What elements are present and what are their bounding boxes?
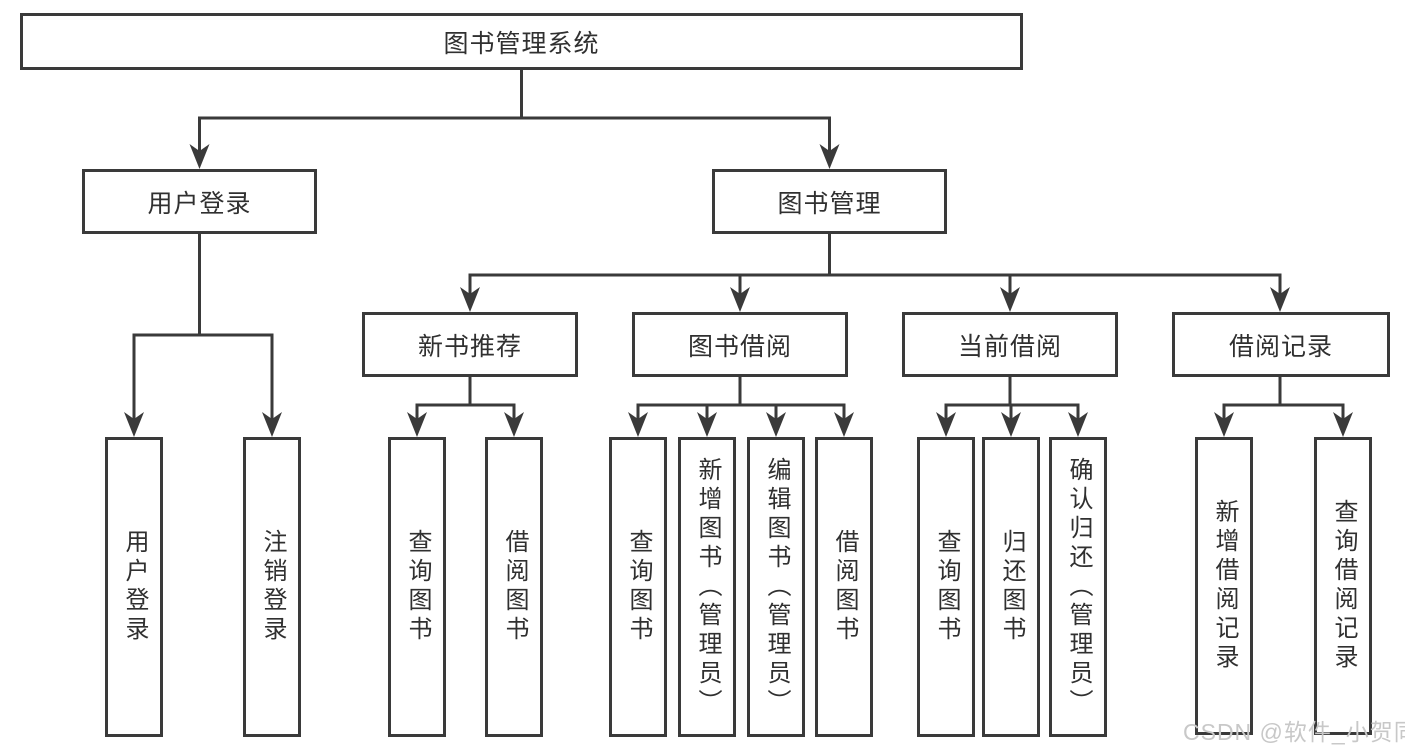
leaf-query-books-borrow: 查询图书	[609, 437, 667, 737]
leaf-borrow-books-recommend: 借阅图书	[485, 437, 543, 737]
node-library-management-system: 图书管理系统	[20, 13, 1023, 70]
node-user-login: 用户登录	[82, 169, 317, 234]
leaf-add-borrow-record: 新增借阅记录	[1195, 437, 1253, 735]
leaf-query-books-recommend: 查询图书	[388, 437, 446, 737]
leaf-query-borrow-record: 查询借阅记录	[1314, 437, 1372, 735]
leaf-logout: 注销登录	[243, 437, 301, 737]
node-current-borrowing: 当前借阅	[902, 312, 1118, 377]
node-new-book-recommendation: 新书推荐	[362, 312, 578, 377]
leaf-add-books-admin: 新增图书（管理员）	[678, 437, 736, 737]
csdn-watermark: CSDN @软件_小贺同学	[1183, 719, 1405, 745]
leaf-user-login: 用户登录	[105, 437, 163, 737]
node-book-management: 图书管理	[712, 169, 947, 234]
leaf-borrow-books: 借阅图书	[815, 437, 873, 737]
leaf-query-books-current: 查询图书	[917, 437, 975, 737]
leaf-edit-books-admin: 编辑图书（管理员）	[747, 437, 805, 737]
leaf-confirm-return-admin: 确认归还（管理员）	[1049, 437, 1107, 737]
node-borrowing-records: 借阅记录	[1172, 312, 1390, 377]
node-book-borrowing: 图书借阅	[632, 312, 848, 377]
leaf-return-books: 归还图书	[982, 437, 1040, 737]
